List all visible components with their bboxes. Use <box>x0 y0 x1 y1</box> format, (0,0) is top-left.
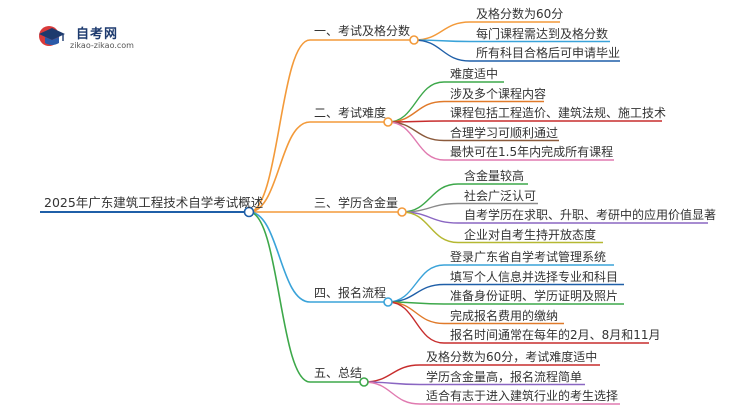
branch-label-3[interactable]: 三、学历含金量 <box>314 196 399 210</box>
leaf-connector <box>387 100 445 123</box>
leaf-label[interactable]: 社会广泛认可 <box>464 188 537 203</box>
leaf-connector <box>387 264 445 303</box>
graduation-cap-icon <box>39 26 65 46</box>
leaf-connector <box>387 301 445 344</box>
leaf-label[interactable]: 难度适中 <box>450 67 499 81</box>
leaf-connector <box>387 121 445 161</box>
leaf-label[interactable]: 适合有志于进入建筑行业的考生选择 <box>426 389 619 403</box>
leaf-label[interactable]: 企业对自考生持开放态度 <box>464 227 597 242</box>
leaf-connector <box>363 381 421 405</box>
root-node-circle[interactable] <box>243 206 255 218</box>
leaf-label[interactable]: 登录广东省自学考试管理系统 <box>450 250 607 264</box>
branch-node-circle[interactable] <box>383 297 393 307</box>
leaf-label[interactable]: 自考学历在求职、升职、考研中的应用价值显著 <box>464 208 717 222</box>
leaf-label[interactable]: 最快可在1.5年内完成所有课程 <box>450 145 614 159</box>
logo-title: 自考网 <box>76 27 119 42</box>
root-node-label[interactable]: 2025年广东建筑工程技术自学考试概述 <box>44 195 264 210</box>
leaf-label[interactable]: 合理学习可顺利通过 <box>450 125 559 140</box>
leaf-label[interactable]: 所有科目合格后可申请毕业 <box>476 46 621 60</box>
branch-label-2[interactable]: 二、考试难度 <box>314 106 387 120</box>
leaf-label[interactable]: 含金量较高 <box>464 169 525 183</box>
leaf-label[interactable]: 及格分数为60分 <box>476 7 564 21</box>
site-logo[interactable]: 自考网 zikao-zikao.com <box>36 22 146 54</box>
branch-connector <box>248 121 311 213</box>
leaf-label[interactable]: 填写个人信息并选择专业和科目 <box>450 269 619 284</box>
leaf-connector <box>387 301 445 325</box>
leaf-label[interactable]: 学历含金量高，报名流程简单 <box>426 369 583 384</box>
branch-node-circle[interactable] <box>409 35 419 45</box>
leaf-connector <box>363 364 421 383</box>
branch-node-circle[interactable] <box>383 117 393 127</box>
branch-connector <box>248 211 311 383</box>
logo-url: zikao-zikao.com <box>70 41 134 50</box>
leaf-connector <box>413 39 471 62</box>
leaf-label[interactable]: 准备身份证明、学历证明及照片 <box>450 289 619 303</box>
leaf-label[interactable]: 课程包括工程造价、建筑法规、施工技术 <box>450 106 667 120</box>
leaf-connector <box>387 121 445 142</box>
leaf-label[interactable]: 及格分数为60分，考试难度适中 <box>426 350 598 364</box>
branch-label-1[interactable]: 一、考试及格分数 <box>314 24 411 38</box>
leaf-label[interactable]: 报名时间通常在每年的2月、8月和11月 <box>450 328 661 342</box>
leaf-label[interactable]: 涉及多个课程内容 <box>450 86 547 101</box>
leaf-label[interactable]: 完成报名费用的缴纳 <box>450 308 559 323</box>
branch-connector <box>248 211 311 303</box>
branch-node-circle[interactable] <box>359 377 369 387</box>
branch-connector <box>248 39 311 213</box>
leaf-connector <box>387 283 445 303</box>
branch-label-5[interactable]: 五、总结 <box>314 366 363 380</box>
branch-node-circle[interactable] <box>397 207 407 217</box>
branch-label-4[interactable]: 四、报名流程 <box>314 286 387 300</box>
leaf-connector <box>413 21 471 41</box>
leaf-connector <box>401 211 459 244</box>
leaf-label[interactable]: 每门课程需达到及格分数 <box>476 26 609 41</box>
